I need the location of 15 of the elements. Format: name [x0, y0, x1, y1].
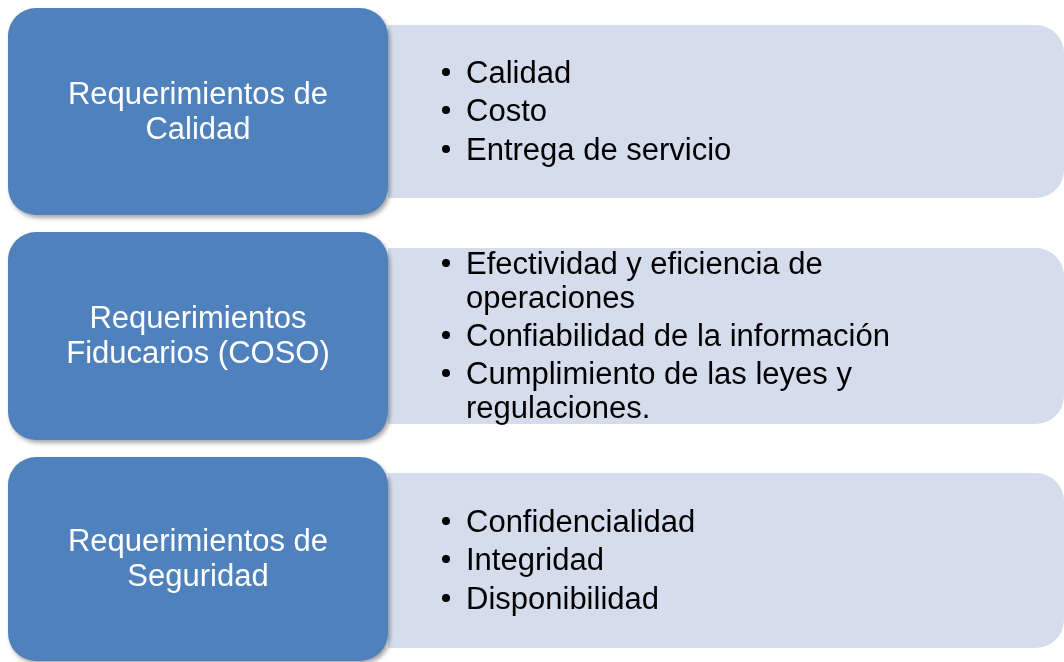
bullet-item: Cumplimiento de las leyes y regulaciones.: [466, 357, 853, 426]
bullet-item: Costo: [466, 94, 548, 129]
bullet-list-panel: [388, 473, 1064, 648]
category-box: Requerimientos de Calidad: [8, 8, 388, 215]
bullet-item: Disponibilidad: [466, 581, 660, 616]
bullet-list-panel: [388, 248, 1064, 424]
bullet-item: Calidad: [466, 56, 573, 91]
bullet-item: Efectividad y eficiencia de operaciones: [466, 246, 824, 315]
category-box: Requerimientos Fiducarios (COSO): [8, 232, 388, 440]
bullet-item: Integridad: [466, 543, 605, 578]
bullet-item: Entrega de servicio: [466, 132, 733, 167]
bullet-item: Confidencialidad: [466, 505, 697, 540]
bullet-item: Confiabilidad de la información: [466, 318, 891, 354]
category-box: Requerimientos de Seguridad: [8, 457, 388, 661]
bullet-list-panel: [388, 25, 1064, 198]
